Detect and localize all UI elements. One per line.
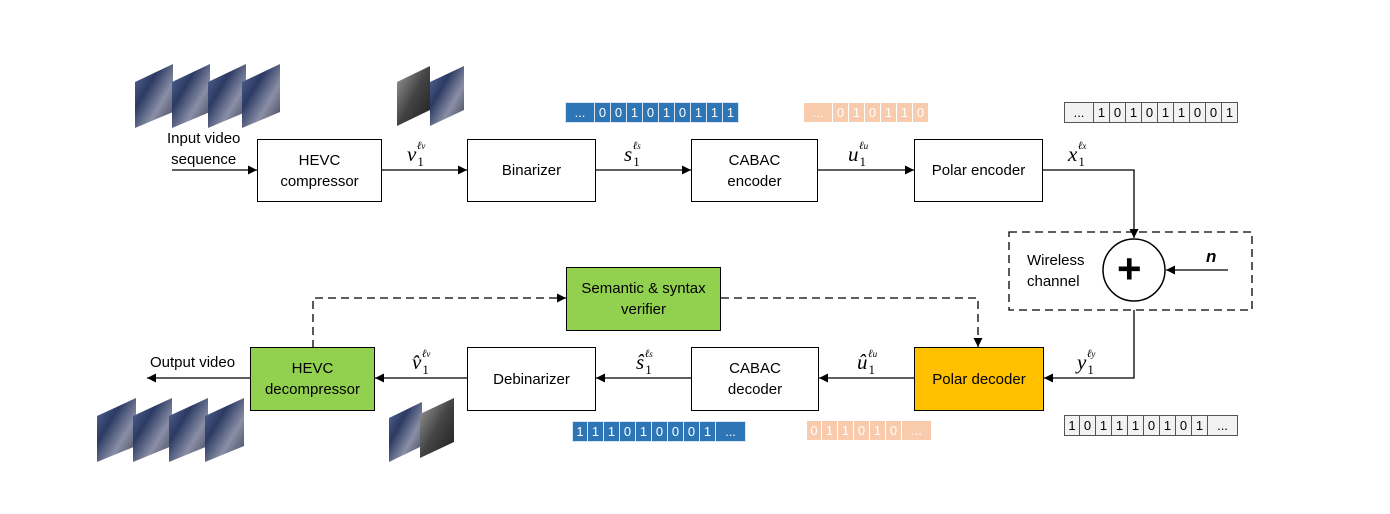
bit-cell: 1 xyxy=(691,102,707,123)
bit-cell: 0 xyxy=(675,102,691,123)
bit-cell: 0 xyxy=(1206,102,1222,123)
bit-cell: ... xyxy=(565,102,595,123)
bit-cell: 0 xyxy=(643,102,659,123)
signal-y: y1ℓy xyxy=(1077,348,1096,377)
bit-cell: 1 xyxy=(1222,102,1238,123)
bit-cell: 0 xyxy=(833,102,849,123)
bit-cell: 1 xyxy=(1096,415,1112,436)
bit-cell: 0 xyxy=(611,102,627,123)
bit-cell: 1 xyxy=(1094,102,1110,123)
polar-encoder-block: Polar encoder xyxy=(914,139,1043,202)
bit-cell: 1 xyxy=(572,421,588,442)
bit-cell: 0 xyxy=(620,421,636,442)
arrow-channel-polar-decoder xyxy=(1044,310,1135,383)
signal-s-hat: ŝ1ℓs xyxy=(636,348,653,377)
semantic-syntax-verifier-block: Semantic & syntax verifier xyxy=(566,267,721,331)
bit-cell: 1 xyxy=(659,102,675,123)
hevc-decompressor-block: HEVC decompressor xyxy=(250,347,375,411)
bit-cell: 1 xyxy=(636,421,652,442)
bit-cell: 1 xyxy=(604,421,620,442)
bit-cell: 0 xyxy=(684,421,700,442)
bit-cell: 1 xyxy=(588,421,604,442)
bit-cell: 1 xyxy=(838,420,854,441)
debinarizer-block: Debinarizer xyxy=(467,347,596,411)
bit-cell: 1 xyxy=(1112,415,1128,436)
bit-cell: 0 xyxy=(652,421,668,442)
cabac-decoder-block: CABAC decoder xyxy=(691,347,819,411)
bit-cell: 0 xyxy=(595,102,611,123)
signal-u-hat: û1ℓu xyxy=(857,348,878,377)
arrow-polar-channel xyxy=(1043,169,1139,238)
signal-v-hat: v̂1ℓv xyxy=(412,348,431,377)
signal-x: x1ℓx xyxy=(1068,140,1087,169)
encoded-frames xyxy=(397,66,464,126)
bit-cell: 1 xyxy=(1128,415,1144,436)
bit-cell: ... xyxy=(1064,102,1094,123)
output-video-frames xyxy=(97,398,244,462)
bit-cell: 0 xyxy=(865,102,881,123)
input-video-label: Input video sequence xyxy=(167,130,241,168)
bit-cell: 1 xyxy=(627,102,643,123)
bit-cell: 1 xyxy=(870,420,886,441)
output-video-label: Output video xyxy=(150,354,236,371)
bit-cell: 1 xyxy=(1174,102,1190,123)
binarizer-block: Binarizer xyxy=(467,139,596,202)
bit-cell: 1 xyxy=(822,420,838,441)
bit-cell: 0 xyxy=(1190,102,1206,123)
bit-cell: 0 xyxy=(668,421,684,442)
adder-plus-sign: + xyxy=(1117,245,1142,292)
decoded-frames xyxy=(389,398,454,462)
adder-circle xyxy=(1102,238,1166,302)
bit-cell: 0 xyxy=(806,420,822,441)
bit-cell: 1 xyxy=(1158,102,1174,123)
bit-cell: 1 xyxy=(897,102,913,123)
bit-cell: 1 xyxy=(1160,415,1176,436)
channel-dashed-box xyxy=(1008,231,1253,311)
cabac-encoder-block: CABAC encoder xyxy=(691,139,818,202)
bit-cell: 1 xyxy=(1192,415,1208,436)
input-video-frames xyxy=(135,64,280,128)
bit-cell: ... xyxy=(902,420,932,441)
noise-label: n xyxy=(1206,247,1217,266)
bit-cell: 0 xyxy=(886,420,902,441)
bit-cell: ... xyxy=(803,102,833,123)
dashed-verifier-polardecoder xyxy=(721,297,983,347)
bit-cell: 1 xyxy=(700,421,716,442)
signal-v: v1ℓv xyxy=(407,140,426,169)
bit-cell: 1 xyxy=(849,102,865,123)
wireless-channel-label: Wireless channel xyxy=(1027,252,1085,290)
bit-cell: 0 xyxy=(1080,415,1096,436)
bit-cell: 1 xyxy=(881,102,897,123)
bit-cell: 0 xyxy=(913,102,929,123)
bit-cell: 0 xyxy=(1176,415,1192,436)
polar-decoder-block: Polar decoder xyxy=(914,347,1044,411)
bit-cell: ... xyxy=(716,421,746,442)
bit-cell: 0 xyxy=(1144,415,1160,436)
dashed-decompressor-verifier xyxy=(312,293,566,348)
signal-s: s1ℓs xyxy=(624,140,641,169)
signal-u: u1ℓu xyxy=(848,140,869,169)
bit-cell: 1 xyxy=(707,102,723,123)
bit-cell: 0 xyxy=(1110,102,1126,123)
hevc-compressor-block: HEVC compressor xyxy=(257,139,382,202)
bit-cell: 1 xyxy=(1126,102,1142,123)
bit-cell: 1 xyxy=(723,102,739,123)
bit-cell: 0 xyxy=(1142,102,1158,123)
bit-cell: 0 xyxy=(854,420,870,441)
bit-cell: 1 xyxy=(1064,415,1080,436)
bit-cell: ... xyxy=(1208,415,1238,436)
